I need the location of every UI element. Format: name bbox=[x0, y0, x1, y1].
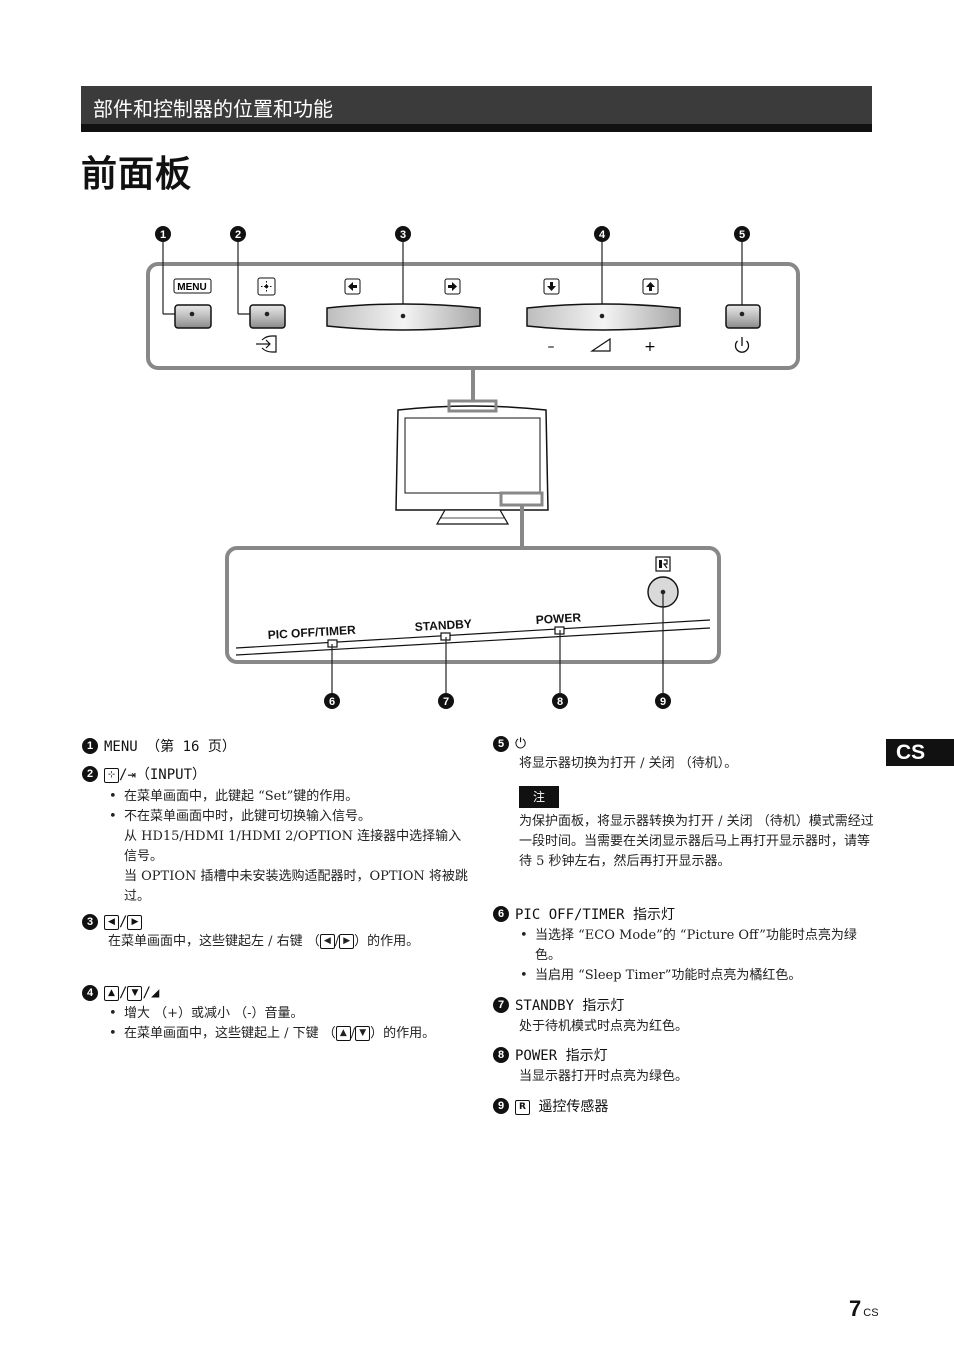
set-key-icon: ⊹ bbox=[104, 767, 119, 783]
item-8-badge: 8 bbox=[493, 1047, 509, 1063]
power-label: POWER bbox=[535, 610, 581, 627]
callout-9 bbox=[655, 693, 671, 709]
item-6-badge: 6 bbox=[493, 906, 509, 922]
page-number-suffix: CS bbox=[863, 1307, 879, 1319]
volume-icon bbox=[590, 337, 611, 352]
item-9-badge: 9 bbox=[493, 1098, 509, 1114]
item-5-badge: 5 bbox=[493, 736, 509, 752]
item-4-bullet-1: 增大 （+）或减小 （-）音量。 bbox=[108, 1004, 468, 1024]
item-2-heading: （INPUT） bbox=[135, 767, 207, 783]
input-button bbox=[249, 304, 286, 329]
callout-5 bbox=[734, 226, 750, 242]
section-title: 部件和控制器的位置和功能 bbox=[93, 97, 333, 121]
language-tab: CS bbox=[886, 739, 954, 766]
callout-4-label: 4 bbox=[599, 229, 606, 241]
item-2-bullet-1: 在菜单画面中，此键起 “Set”键的作用。 bbox=[108, 787, 472, 807]
callout-4 bbox=[594, 226, 610, 242]
item-4-badge: 4 bbox=[82, 985, 98, 1001]
item-7: 7 STANDBY 指示灯 处于待机模式时点亮为红色。 bbox=[493, 995, 878, 1037]
item-2: 2⊹/⇥（INPUT） 在菜单画面中，此键起 “Set”键的作用。 不在菜单画面… bbox=[82, 764, 472, 907]
item-6-bullet-1: 当选择 “ECO Mode”的 “Picture Off”功能时点亮为绿色。 bbox=[519, 926, 878, 966]
input-icon bbox=[256, 335, 277, 353]
indicator-panel-frame bbox=[225, 546, 721, 664]
item-3-text-end: ）的作用。 bbox=[354, 934, 420, 949]
callout-2-label: 2 bbox=[235, 229, 241, 241]
note-label: 注 bbox=[519, 786, 560, 808]
callout-6-label: 6 bbox=[329, 696, 335, 708]
item-6: 6 PIC OFF/TIMER 指示灯 当选择 “ECO Mode”的 “Pict… bbox=[493, 904, 878, 986]
item-8: 8 POWER 指示灯 当显示器打开时点亮为绿色。 bbox=[493, 1045, 878, 1087]
input-icon: ⇥ bbox=[127, 767, 136, 783]
callout-6 bbox=[324, 693, 340, 709]
item-7-badge: 7 bbox=[493, 997, 509, 1013]
callout-7-label: 7 bbox=[443, 696, 449, 708]
down-key-icon: ▼ bbox=[127, 985, 143, 1001]
volume-plus-label: + bbox=[644, 339, 656, 355]
item-6-heading: PIC OFF/TIMER 指示灯 bbox=[515, 907, 676, 923]
callout-2 bbox=[230, 226, 246, 242]
volume-minus-label: – bbox=[548, 339, 555, 355]
item-3: 3◀/▶ 在菜单画面中，这些键起左 / 右键 （◀/▶）的作用。 bbox=[82, 914, 472, 952]
callout-7 bbox=[438, 693, 454, 709]
note-text: 为保护面板，将显示器转换为打开 / 关闭 （待机）模式需经过一段时间。当需要在关… bbox=[519, 814, 874, 869]
callout-3 bbox=[395, 226, 411, 242]
item-8-heading: POWER 指示灯 bbox=[515, 1048, 608, 1064]
up-key-icon: ▲ bbox=[104, 985, 119, 1001]
power-icon bbox=[734, 337, 750, 353]
section-header-bar: 部件和控制器的位置和功能 bbox=[81, 86, 872, 124]
callout-5-label: 5 bbox=[739, 229, 745, 241]
menu-key-label: MENU bbox=[177, 282, 206, 293]
left-key-inline-icon: ◀ bbox=[319, 934, 335, 949]
menu-button bbox=[174, 304, 212, 329]
item-3-badge: 3 bbox=[82, 914, 98, 930]
power-icon: ⏻ bbox=[515, 736, 527, 752]
item-4-bullet-2-text: 在菜单画面中，这些键起上 / 下键 （ bbox=[124, 1026, 336, 1041]
section-rule bbox=[81, 124, 872, 132]
item-5-text: 将显示器切换为打开 / 关闭 （待机）。 bbox=[519, 756, 738, 771]
down-key-inline-icon: ▼ bbox=[355, 1026, 371, 1041]
monitor-illustration bbox=[395, 399, 549, 525]
up-key-inline-icon: ▲ bbox=[335, 1026, 351, 1041]
item-4-bullet-2-end: ）的作用。 bbox=[370, 1026, 436, 1041]
item-9-heading: 遥控传感器 bbox=[538, 1099, 609, 1115]
callout-8 bbox=[552, 693, 568, 709]
item-1: 1 MENU （第 16 页） bbox=[82, 736, 472, 756]
item-7-heading: STANDBY 指示灯 bbox=[515, 998, 625, 1014]
item-3-text: 在菜单画面中，这些键起左 / 右键 （ bbox=[108, 934, 320, 949]
volume-icon: ◢ bbox=[150, 985, 160, 1001]
item-4-bullet-2: 在菜单画面中，这些键起上 / 下键 （▲/▼）的作用。 bbox=[108, 1024, 468, 1044]
item-7-text: 处于待机模式时点亮为红色。 bbox=[519, 1019, 689, 1034]
item-1-badge: 1 bbox=[82, 738, 98, 754]
right-key-inline-icon: ▶ bbox=[339, 934, 355, 949]
callout-1-label: 1 bbox=[160, 229, 166, 241]
item-1-heading: MENU （第 16 页） bbox=[104, 739, 236, 755]
left-key-icon: ◀ bbox=[104, 914, 119, 930]
callout-9-label: 9 bbox=[660, 696, 666, 708]
power-button bbox=[725, 304, 761, 329]
remote-sensor-icon bbox=[655, 556, 671, 572]
standby-label: STANDBY bbox=[414, 617, 472, 634]
item-5: 5 ⏻ 将显示器切换为打开 / 关闭 （待机）。 注 为保护面板，将显示器转换为打… bbox=[493, 736, 878, 872]
page-title: 前面板 bbox=[81, 154, 193, 195]
right-key-icon: ▶ bbox=[127, 914, 143, 930]
callout-1 bbox=[155, 226, 171, 242]
page-number-value: 7 bbox=[849, 1296, 862, 1321]
remote-sensor-icon: R bbox=[515, 1099, 530, 1115]
callout-3-label: 3 bbox=[400, 229, 406, 241]
callout-8-label: 8 bbox=[557, 696, 563, 708]
item-4: 4▲/▼/◢ 增大 （+）或减小 （-）音量。 在菜单画面中，这些键起上 / 下… bbox=[82, 985, 472, 1044]
item-2-bullet-2-line-3: 当 OPTION 插槽中未安装选购适配器时，OPTION 将被跳过。 bbox=[124, 869, 468, 904]
item-2-badge: 2 bbox=[82, 766, 98, 782]
front-panel-diagram: 1 2 3 4 5 MENU – + bbox=[146, 226, 800, 709]
pic-off-timer-label: PIC OFF/TIMER bbox=[267, 623, 356, 642]
item-8-text: 当显示器打开时点亮为绿色。 bbox=[519, 1069, 689, 1084]
item-2-bullet-2-line-2: 从 HD15/HDMI 1/HDMI 2/OPTION 连接器中选择输入信号。 bbox=[124, 829, 462, 864]
item-2-bullet-2: 不在菜单画面中时，此键可切换输入信号。 bbox=[108, 807, 472, 827]
item-6-bullet-2: 当启用 “Sleep Timer”功能时点亮为橘红色。 bbox=[519, 966, 878, 986]
